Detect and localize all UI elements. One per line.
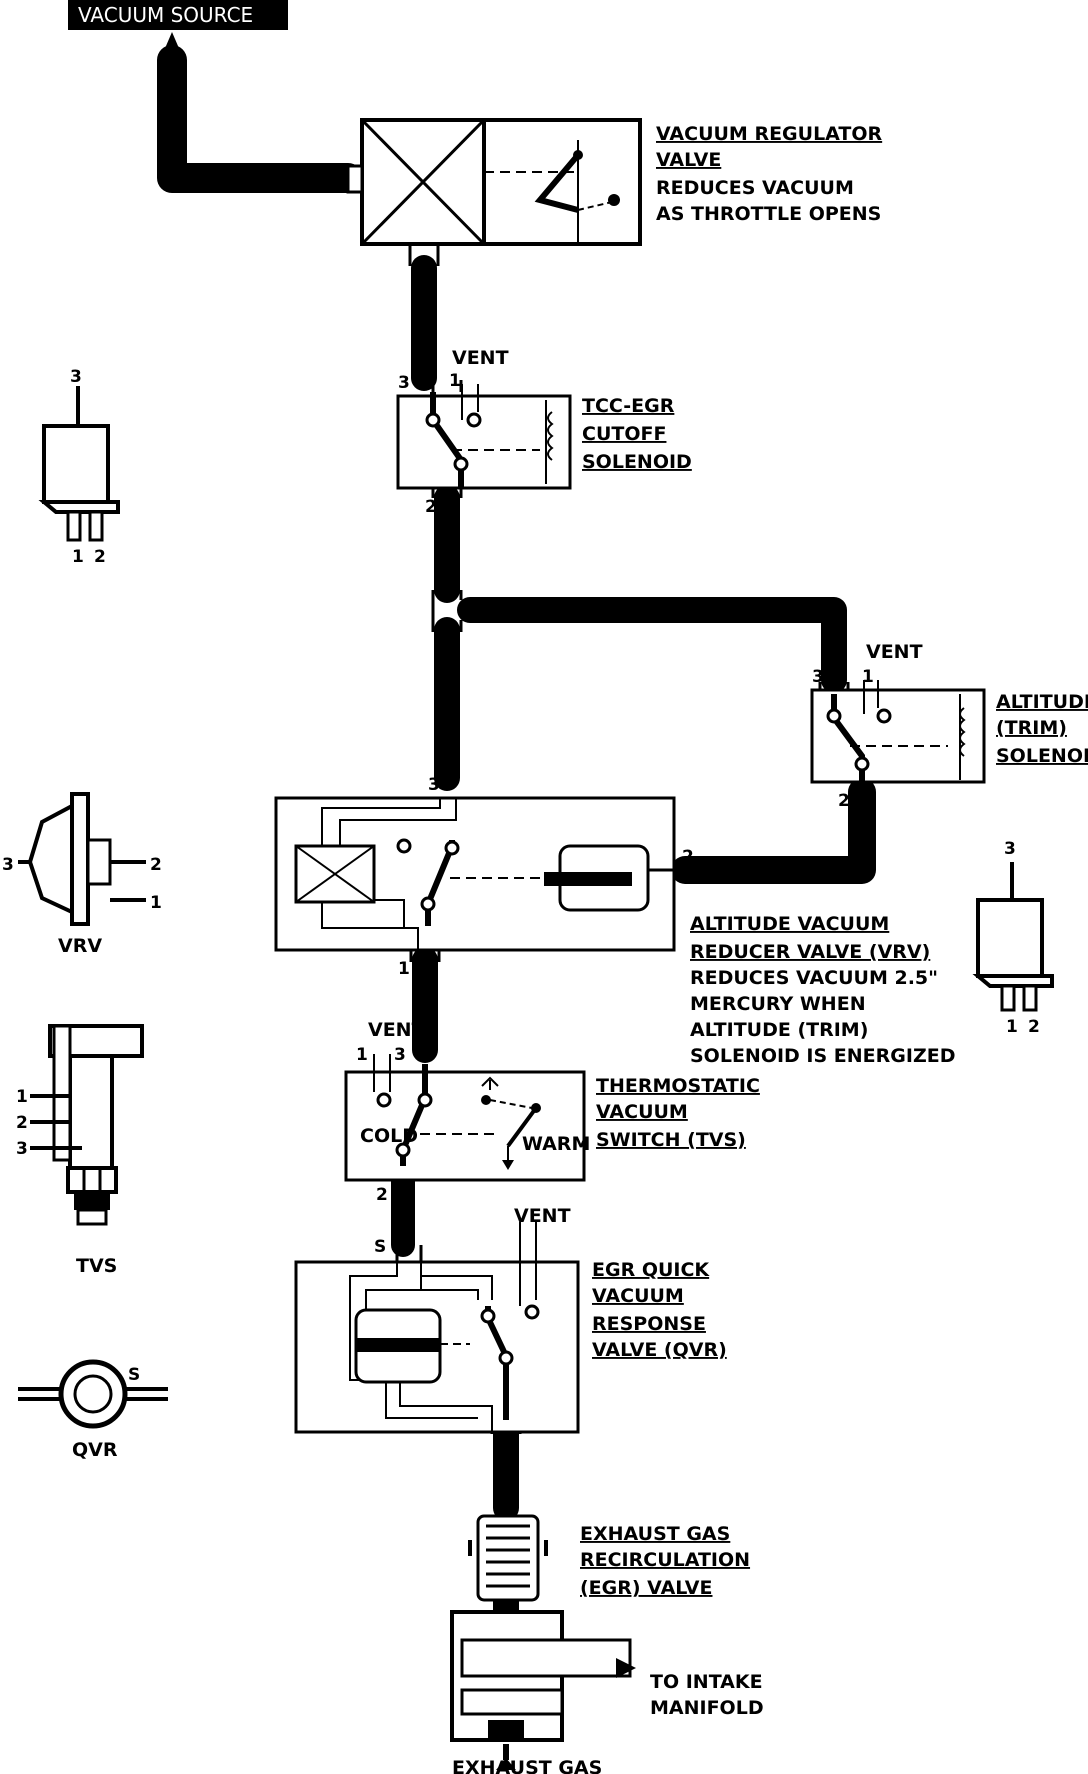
tcc-egr-solenoid: 3 1 2 VENT bbox=[396, 347, 572, 517]
vrv-line1: ALTITUDE VACUUM bbox=[690, 913, 889, 935]
tvs-icon-p3: 3 bbox=[16, 1139, 28, 1159]
vrv-reg-line2: VALVE bbox=[656, 149, 721, 171]
tvs-icon-label: TVS bbox=[76, 1255, 117, 1277]
alt-pin1: 1 bbox=[862, 667, 874, 687]
egr-exhaust: EXHAUST GAS bbox=[452, 1757, 602, 1774]
source-label-bg bbox=[68, 0, 288, 30]
qvr-line2: VACUUM bbox=[592, 1285, 684, 1307]
tvs-cold: COLD bbox=[360, 1125, 418, 1147]
tvs-icon-p1: 1 bbox=[16, 1087, 28, 1107]
vacuum-regulator-valve bbox=[346, 118, 642, 246]
vrv-label: ALTITUDE VACUUM REDUCER VALVE (VRV) REDU… bbox=[690, 913, 955, 1067]
sol-right-p3: 3 bbox=[1004, 839, 1016, 859]
alt-line3: SOLENOID bbox=[996, 745, 1088, 767]
vrv-line2: REDUCER VALVE (VRV) bbox=[690, 941, 930, 963]
vrv-reg-line1: VACUUM REGULATOR bbox=[656, 123, 883, 145]
sol-right-p1: 1 bbox=[1006, 1017, 1018, 1037]
tvs-valve: COLD WARM VENT 1 3 2 bbox=[344, 1019, 590, 1205]
sol-left-p1: 1 bbox=[72, 547, 84, 567]
alt-line1: ALTITUDE bbox=[996, 691, 1088, 713]
tcc-pin2: 2 bbox=[425, 497, 437, 517]
vrv-icon-p3: 3 bbox=[2, 855, 14, 875]
source-label: VACUUM SOURCE bbox=[78, 3, 253, 27]
vrv-line5: ALTITUDE (TRIM) bbox=[690, 1019, 868, 1041]
sol-right-p2: 2 bbox=[1028, 1017, 1040, 1037]
tcc-line2: CUTOFF bbox=[582, 423, 666, 445]
tvs-warm: WARM bbox=[522, 1133, 590, 1155]
qvr-icon: S QVR bbox=[18, 1359, 168, 1461]
tcc-label: TCC-EGR CUTOFF SOLENOID bbox=[582, 395, 692, 473]
tvs-label: THERMOSTATIC VACUUM SWITCH (TVS) bbox=[596, 1075, 760, 1151]
egr-label: EXHAUST GAS RECIRCULATION (EGR) VALVE bbox=[580, 1523, 750, 1599]
qvr-icon-label: QVR bbox=[72, 1439, 118, 1461]
tvs-icon: 1 2 3 TVS bbox=[16, 1024, 144, 1277]
qvr-line4: VALVE (QVR) bbox=[592, 1339, 727, 1361]
alt-pin3: 3 bbox=[812, 667, 824, 687]
tvs-icon-p2: 2 bbox=[16, 1113, 28, 1133]
vrv-icon-label: VRV bbox=[58, 935, 102, 957]
vrv-reg-line3: REDUCES VACUUM bbox=[656, 177, 854, 199]
egr-valve: TO INTAKE MANIFOLD EXHAUST GAS bbox=[450, 1514, 764, 1774]
tcc-vent: VENT bbox=[452, 347, 509, 369]
solenoid-connector-right: 3 1 2 bbox=[972, 839, 1054, 1037]
egr-intake2: MANIFOLD bbox=[650, 1697, 764, 1719]
tvs-vent: VENT bbox=[368, 1019, 425, 1041]
vrv-reg-line4: AS THROTTLE OPENS bbox=[656, 203, 881, 225]
tvs-line2: VACUUM bbox=[596, 1101, 688, 1123]
vrv-line6: SOLENOID IS ENERGIZED bbox=[690, 1045, 955, 1067]
vacuum-regulator-label: VACUUM REGULATOR VALVE REDUCES VACUUM AS… bbox=[656, 123, 883, 225]
qvr-pin-s: S bbox=[374, 1237, 386, 1257]
egr-intake1: TO INTAKE bbox=[650, 1671, 763, 1693]
altitude-solenoid: 3 1 2 VENT bbox=[810, 641, 986, 811]
egr-line3: (EGR) VALVE bbox=[580, 1577, 712, 1599]
vrv-pin3: 3 bbox=[428, 775, 440, 795]
sol-left-p3: 3 bbox=[70, 367, 82, 387]
qvr-valve: VENT S bbox=[294, 1205, 580, 1434]
qvr-icon-ps: S bbox=[128, 1365, 140, 1385]
vrv-pin2: 2 bbox=[682, 847, 694, 867]
qvr-line1: EGR QUICK bbox=[592, 1259, 710, 1281]
tcc-line1: TCC-EGR bbox=[582, 395, 675, 417]
tvs-pin3: 3 bbox=[394, 1045, 406, 1065]
vrv-icon-p2: 2 bbox=[150, 855, 162, 875]
alt-pin2: 2 bbox=[838, 791, 850, 811]
tvs-line3: SWITCH (TVS) bbox=[596, 1129, 746, 1151]
solenoid-connector-left: 3 1 2 bbox=[38, 367, 120, 567]
tcc-pin1: 1 bbox=[449, 371, 461, 391]
vrv-pin1: 1 bbox=[398, 959, 410, 979]
egr-line2: RECIRCULATION bbox=[580, 1549, 750, 1571]
tvs-pin2: 2 bbox=[376, 1185, 388, 1205]
vrv-valve: 2 3 1 bbox=[274, 775, 694, 979]
tvs-line1: THERMOSTATIC bbox=[596, 1075, 760, 1097]
qvr-label: EGR QUICK VACUUM RESPONSE VALVE (QVR) bbox=[592, 1259, 727, 1361]
vrv-icon-p1: 1 bbox=[150, 893, 162, 913]
sol-left-p2: 2 bbox=[94, 547, 106, 567]
tcc-pin3: 3 bbox=[398, 373, 410, 393]
altitude-label: ALTITUDE (TRIM) SOLENOID bbox=[996, 691, 1088, 767]
tvs-pin1: 1 bbox=[356, 1045, 368, 1065]
vrv-line3: REDUCES VACUUM 2.5" bbox=[690, 967, 938, 989]
alt-line2: (TRIM) bbox=[996, 717, 1067, 739]
qvr-line3: RESPONSE bbox=[592, 1313, 706, 1335]
egr-line1: EXHAUST GAS bbox=[580, 1523, 730, 1545]
vrv-icon: 3 2 1 VRV bbox=[2, 792, 162, 957]
vrv-line4: MERCURY WHEN bbox=[690, 993, 866, 1015]
qvr-vent: VENT bbox=[514, 1205, 571, 1227]
tcc-line3: SOLENOID bbox=[582, 451, 692, 473]
alt-vent: VENT bbox=[866, 641, 923, 663]
